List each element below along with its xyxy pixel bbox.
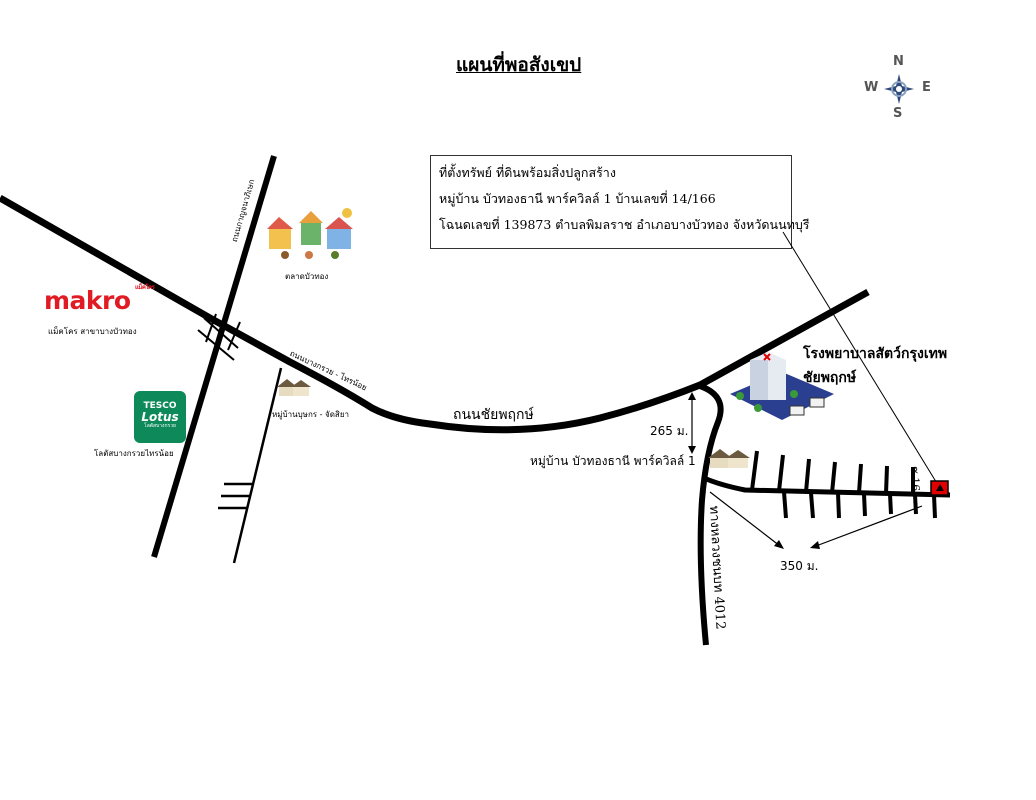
target-house-icon <box>708 449 750 468</box>
lotus-sub: โลตัสบางกรวย <box>144 423 176 429</box>
label-lotus: โลตัสบางกรวยไทรน้อย <box>94 449 174 458</box>
label-soi: ซ.16 <box>908 466 922 492</box>
compass-west: W <box>864 80 879 95</box>
makro-logo-text: makro <box>44 286 131 315</box>
road-kanchanaphisek <box>151 155 277 558</box>
market-icon <box>267 208 353 259</box>
hospital-building-icon <box>730 352 834 420</box>
property-info-box: ที่ตั้งทรัพย์ ที่ดินพร้อมสิ่งปลูกสร้าง ห… <box>430 155 810 249</box>
house-icon <box>277 379 311 396</box>
label-village-left: หมู่บ้านบุษกร - จัดสิยา <box>272 410 349 419</box>
label-hospital-line1: โรงพยาบาลสัตว์กรุงเทพ <box>803 346 948 362</box>
info-line-1: ที่ตั้งทรัพย์ ที่ดินพร้อมสิ่งปลูกสร้าง <box>439 165 616 180</box>
lotus-logo: TESCO Lotus โลตัสบางกรวย <box>134 391 186 443</box>
makro-logo-small: แม็คโคร <box>135 284 155 291</box>
makro-logo: makro แม็คโคร <box>44 284 155 315</box>
label-makro: แม็คโคร สาขาบางบัวทอง <box>48 327 137 336</box>
label-village-target: หมู่บ้าน บัวทองธานี พาร์ควิลล์ 1 <box>530 454 696 468</box>
road-chaiyaphruek <box>0 194 870 434</box>
lotus-tesco: TESCO <box>143 401 177 411</box>
compass-star-icon <box>884 74 914 104</box>
lotus-name: Lotus <box>141 410 179 424</box>
compass-rose: N S W E <box>862 54 934 122</box>
compass-east: E <box>922 80 931 95</box>
label-chaiyaphruek: ถนนชัยพฤกษ์ <box>453 407 534 423</box>
info-line-3: โฉนดเลขที่ 139873 ตำบลพิมลราช อำเภอบางบั… <box>439 217 810 232</box>
label-hospital-line2: ชัยพฤกษ์ <box>803 370 857 386</box>
distance-350: 350 ม. <box>780 559 819 573</box>
road-soi <box>702 475 951 498</box>
info-line-2: หมู่บ้าน บัวทองธานี พาร์ควิลล์ 1 บ้านเลข… <box>439 191 716 206</box>
distance-265: 265 ม. <box>650 424 689 438</box>
map-title: แผนที่พอสังเขป <box>456 54 582 76</box>
label-market: ตลาดบัวทอง <box>285 272 329 281</box>
road-side-village <box>232 367 283 564</box>
compass-south: S <box>893 106 903 121</box>
compass-north: N <box>893 54 904 69</box>
